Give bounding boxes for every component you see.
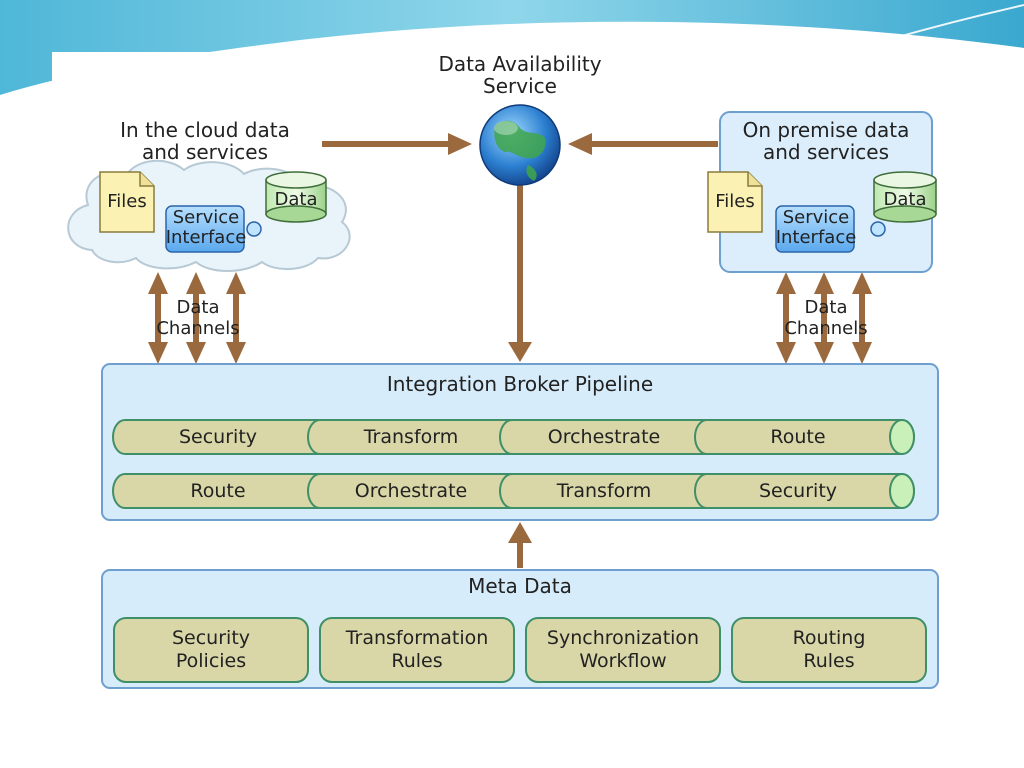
arrow-premise-to-availability	[568, 133, 718, 155]
meta-box-synchronization-workflow: Synchronization Workflow	[525, 617, 721, 683]
pipeline-row-1-stage-2: Transform	[363, 426, 459, 448]
premise-title-line2: and services	[763, 140, 889, 164]
premise-service-line1: Service	[783, 207, 850, 228]
pipeline-row-2-stage-4: Security	[759, 480, 837, 502]
availability-title-line1: Data Availability	[438, 52, 601, 76]
pipeline-row-2: Route Orchestrate Transform Security	[112, 473, 915, 509]
arrows	[148, 133, 872, 568]
cloud-channels-line1: Data	[177, 297, 220, 318]
meta-data-panel-bg	[101, 569, 939, 689]
premise-data-icon: Data	[873, 171, 937, 223]
premise-channels-line1: Data	[805, 297, 848, 318]
meta-data-title: Meta Data	[468, 574, 572, 598]
pipeline-row-1: Security Transform Orchestrate Route	[112, 419, 915, 455]
meta-box-2-line1: Transformation	[345, 627, 489, 649]
cloud-data-label: Data	[275, 189, 318, 210]
pipeline-row-2-stage-2: Orchestrate	[355, 480, 467, 502]
premise-data-channel-arrows	[776, 272, 872, 364]
meta-data-panel: Meta Data Security Policies Transformati…	[101, 569, 939, 689]
cloud-service-line1: Service	[173, 207, 240, 228]
globe-icon	[479, 104, 561, 186]
cloud-data-icon: Data	[265, 171, 327, 223]
pipeline-row-2-stage-1: Route	[190, 480, 245, 502]
meta-box-transformation-rules: Transformation Rules	[319, 617, 515, 683]
meta-box-3-line1: Synchronization	[547, 627, 699, 649]
pipeline-row-1-stage-1: Security	[179, 426, 257, 448]
premise-service-interface: Service Interface	[775, 205, 886, 253]
cloud-title-line2: and services	[142, 140, 268, 164]
meta-box-2-line2: Rules	[391, 650, 442, 672]
pipeline-row-1-stage-3: Orchestrate	[548, 426, 660, 448]
arrow-cloud-to-availability	[322, 133, 472, 155]
cloud-files-label: Files	[107, 191, 147, 212]
meta-box-1-line2: Policies	[176, 650, 246, 672]
premise-services-group: On premise data and services Files Data …	[707, 111, 937, 339]
integration-broker-pipeline: Integration Broker Pipeline Security Tra…	[101, 363, 939, 521]
cloud-channels-line2: Channels	[156, 318, 239, 339]
meta-box-3-line2: Workflow	[579, 650, 666, 672]
cloud-data-channel-arrows	[148, 272, 246, 364]
cloud-files-icon: Files	[99, 171, 155, 233]
meta-box-security-policies: Security Policies	[113, 617, 309, 683]
premise-channels-line2: Channels	[784, 318, 867, 339]
premise-data-label: Data	[884, 189, 927, 210]
pipeline-title: Integration Broker Pipeline	[387, 372, 653, 396]
premise-title-line1: On premise data	[743, 118, 910, 142]
meta-box-4-line2: Rules	[803, 650, 854, 672]
premise-files-icon: Files	[707, 171, 763, 233]
cloud-services-group: In the cloud data and services Files Dat…	[67, 118, 351, 339]
cloud-title-line1: In the cloud data	[120, 118, 290, 142]
pipeline-row-2-stage-3: Transform	[556, 480, 652, 502]
data-availability-service: Data Availability Service	[438, 52, 602, 186]
arrow-availability-to-pipeline	[508, 185, 532, 362]
pipeline-row-1-stage-4: Route	[770, 426, 825, 448]
pipeline-row-2-end-cap	[889, 473, 915, 509]
arrow-metadata-to-pipeline	[508, 522, 532, 568]
meta-box-1-line1: Security	[172, 627, 250, 649]
premise-service-line2: Interface	[776, 227, 857, 248]
cloud-service-interface: Service Interface	[165, 205, 262, 253]
availability-title-line2: Service	[483, 74, 557, 98]
premise-files-label: Files	[715, 191, 755, 212]
meta-box-4-line1: Routing	[793, 627, 866, 649]
meta-box-routing-rules: Routing Rules	[731, 617, 927, 683]
cloud-service-line2: Interface	[166, 227, 247, 248]
pipeline-row-1-end-cap	[889, 419, 915, 455]
